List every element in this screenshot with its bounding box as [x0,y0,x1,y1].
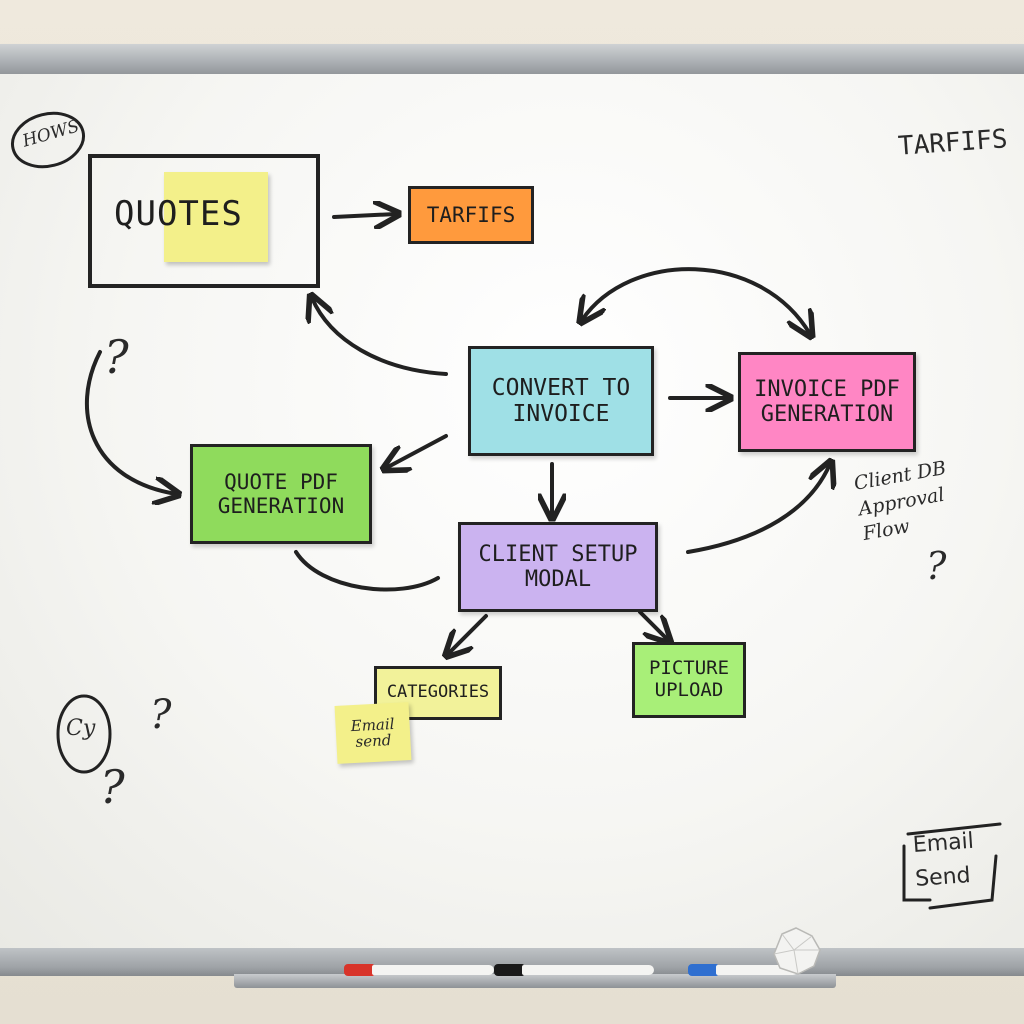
red-marker [344,964,494,976]
cy-circle [56,694,112,774]
arrow-client-setup-to-invoice [686,464,830,554]
arrow-client-setup-to-picture [638,610,668,640]
arrow-question-to-quote-pdf [85,350,176,494]
client-setup-modal-note: CLIENT SETUP MODAL [458,522,658,612]
arrow-convert-to-quote-pdf [386,434,448,468]
blue-marker [688,964,798,976]
cy-text: Cy [66,716,96,741]
hows-circle [11,111,85,169]
question-mark-right: ? [926,544,947,588]
black-marker [494,964,654,976]
quote-pdf-generation-note: QUOTE PDF GENERATION [190,444,372,544]
marker-tray [234,974,836,988]
question-mark-bottom-left-2: ? [100,760,125,814]
arrow-client-setup-to-categories [448,614,488,654]
curve-quote-pdf-to-client-setup [294,550,440,592]
crumpled-paper [773,927,821,975]
question-mark-left-top: ? [104,330,129,384]
email-send-sticky: Email send [334,702,412,764]
arrow-convert-invoice-loop [582,267,810,334]
invoice-pdf-generation-note: INVOICE PDF GENERATION [738,352,916,452]
arrow-quotes-to-tarfifs [332,214,396,217]
quotes-box [88,154,320,288]
email-send-corner-text: Email Send [912,828,975,892]
email-send-sticky-label: Email send [350,714,395,751]
convert-to-invoice-note: CONVERT TO INVOICE [468,346,654,456]
whiteboard-top-frame [0,44,1024,76]
picture-upload-note: PICTURE UPLOAD [632,642,746,718]
arrow-convert-to-quotes [312,298,448,376]
email-send-bracket [902,822,1002,910]
quotes-sticky [164,172,268,262]
question-mark-bottom-left-1: ? [150,692,172,738]
tarfifs-note: TARFIFS [408,186,534,244]
quotes-label: QUOTES [114,194,243,234]
